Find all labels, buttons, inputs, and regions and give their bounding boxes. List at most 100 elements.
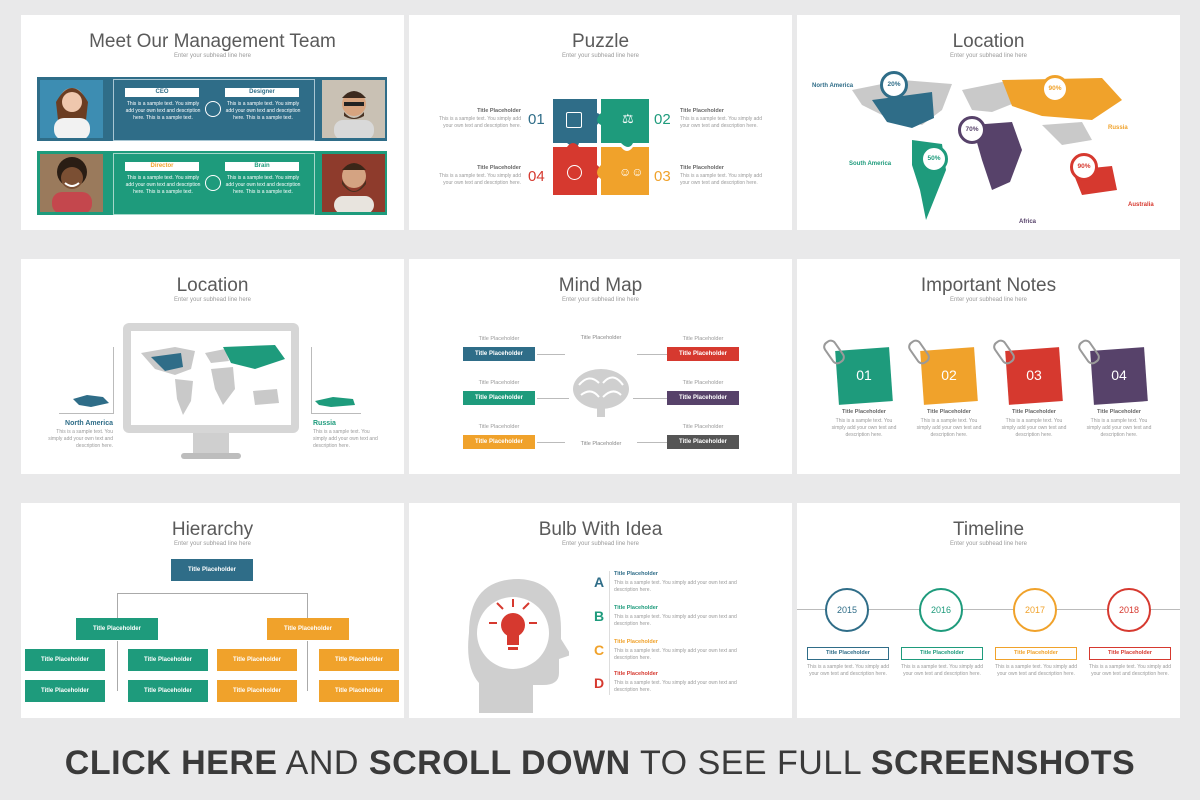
mindmap-node-caption: Title Placeholder — [478, 336, 520, 342]
slide-location-monitor[interactable]: Location Enter your subhead line here No… — [21, 259, 404, 474]
banner-emphasis: SCROLL DOWN — [368, 744, 631, 782]
hierarchy-node[interactable]: Title Placeholder — [319, 649, 399, 671]
hierarchy-node[interactable]: Title Placeholder — [128, 680, 208, 702]
puzzle-item-title: Title Placeholder — [680, 165, 724, 171]
bulb-item-title: Title Placeholder — [614, 671, 658, 677]
bulb-item-body: This is a sample text. You simply add yo… — [614, 614, 737, 627]
connector-line — [117, 641, 118, 691]
puzzle-number: 02 — [654, 111, 671, 128]
slide-subhead: Enter your subhead line here — [173, 297, 252, 303]
timeline-item-body: This is a sample text. You simply add yo… — [995, 664, 1077, 677]
timeline-year-circle: 2016 — [919, 588, 963, 632]
role-description: This is a sample text. You simply add yo… — [225, 101, 301, 121]
hierarchy-node[interactable]: Title Placeholder — [76, 618, 158, 640]
connector-line — [537, 398, 569, 399]
region-label: Russia — [1108, 125, 1128, 131]
map-pin: 50% — [920, 145, 948, 173]
role-label: CEO — [125, 88, 199, 97]
world-map — [141, 345, 285, 415]
puzzle-number: 04 — [528, 168, 545, 185]
mindmap-node[interactable]: Title Placeholder — [667, 391, 739, 405]
puzzle-item-body: This is a sample text. You simply add yo… — [439, 173, 521, 186]
timeline-item-body: This is a sample text. You simply add yo… — [901, 664, 983, 677]
connector-line — [633, 398, 667, 399]
hierarchy-node[interactable]: Title Placeholder — [128, 649, 208, 671]
note-number: 01 — [856, 367, 872, 383]
hierarchy-node[interactable]: Title Placeholder — [319, 680, 399, 702]
slide-hierarchy[interactable]: Hierarchy Enter your subhead line here T… — [21, 503, 404, 718]
mindmap-node[interactable]: Title Placeholder — [463, 435, 535, 449]
hierarchy-node[interactable]: Title Placeholder — [217, 649, 297, 671]
slide-title: Mind Map — [558, 275, 643, 296]
mindmap-bottom-label: Title Placeholder — [580, 441, 622, 447]
connector-line — [117, 593, 118, 619]
north-america-shape — [73, 395, 109, 407]
region-label: North America — [812, 83, 854, 89]
bulb-item-body: This is a sample text. You simply add yo… — [614, 580, 737, 593]
banner-emphasis: CLICK HERE — [64, 744, 278, 782]
bulb-item-title: Title Placeholder — [614, 571, 658, 577]
banner-emphasis: SCREENSHOTS — [870, 744, 1136, 782]
brain-icon — [573, 369, 629, 417]
team-card-border-top — [113, 79, 315, 141]
role-description: This is a sample text. You simply add yo… — [225, 175, 301, 195]
timeline-year-circle: 2017 — [1013, 588, 1057, 632]
role-label: Designer — [225, 88, 299, 97]
note-body: This is a sample text. You simply add yo… — [916, 418, 982, 438]
slide-subhead: Enter your subhead line here — [173, 541, 252, 547]
slide-subhead: Enter your subhead line here — [949, 53, 1028, 59]
mindmap-node[interactable]: Title Placeholder — [667, 435, 739, 449]
people-icon: ☺☺ — [619, 165, 644, 179]
puzzle-item-body: This is a sample text. You simply add yo… — [680, 173, 762, 186]
bulb-item-title: Title Placeholder — [614, 605, 658, 611]
timeline-item-title: Title Placeholder — [901, 647, 983, 660]
connector-line — [59, 413, 114, 414]
mindmap-node-caption: Title Placeholder — [682, 424, 724, 430]
region-label: South America — [849, 161, 892, 167]
region-label: Russia — [313, 420, 336, 427]
hierarchy-node[interactable]: Title Placeholder — [25, 649, 105, 671]
region-label: Australia — [1128, 202, 1154, 208]
hierarchy-node[interactable]: Title Placeholder — [25, 680, 105, 702]
slide-location-map[interactable]: Location Enter your subhead line here 20… — [797, 15, 1180, 230]
puzzle-number: 01 — [528, 111, 545, 128]
note-title: Title Placeholder — [1097, 409, 1141, 415]
connector-line — [117, 593, 307, 594]
connector-line — [311, 413, 361, 414]
slide-mind-map[interactable]: Mind Map Enter your subhead line here Ti… — [409, 259, 792, 474]
mindmap-node[interactable]: Title Placeholder — [463, 347, 535, 361]
slide-timeline[interactable]: Timeline Enter your subhead line here 20… — [797, 503, 1180, 718]
connector-line — [307, 593, 308, 619]
connector-line — [537, 354, 565, 355]
avatar — [40, 80, 103, 138]
slide-management-team[interactable]: Meet Our Management Team Enter your subh… — [21, 15, 404, 230]
globe-icon — [567, 165, 582, 180]
slide-bulb-idea[interactable]: Bulb With Idea Enter your subhead line h… — [409, 503, 792, 718]
cta-banner[interactable]: CLICK HERE AND SCROLL DOWN TO SEE FULL S… — [0, 728, 1200, 798]
mindmap-node[interactable]: Title Placeholder — [463, 391, 535, 405]
hierarchy-node[interactable]: Title Placeholder — [171, 559, 253, 581]
banner-text: AND — [285, 744, 359, 782]
role-label: Director — [125, 162, 199, 171]
connector-line — [307, 641, 308, 691]
puzzle-item-title: Title Placeholder — [477, 165, 521, 171]
connector-line — [311, 347, 312, 413]
timeline-item-title: Title Placeholder — [807, 647, 889, 660]
slide-title: Location — [952, 31, 1025, 52]
note-body: This is a sample text. You simply add yo… — [1086, 418, 1152, 438]
slide-important-notes[interactable]: Important Notes Enter your subhead line … — [797, 259, 1180, 474]
bulb-item-body: This is a sample text. You simply add yo… — [614, 648, 737, 661]
divider — [609, 571, 610, 695]
timeline-item-body: This is a sample text. You simply add yo… — [807, 664, 889, 677]
slide-subhead: Enter your subhead line here — [173, 53, 252, 59]
hierarchy-node[interactable]: Title Placeholder — [217, 680, 297, 702]
slide-title: Bulb With Idea — [538, 519, 663, 540]
slide-puzzle[interactable]: Puzzle Enter your subhead line here ⚖ ☺☺… — [409, 15, 792, 230]
hierarchy-node[interactable]: Title Placeholder — [267, 618, 349, 640]
note-number: 04 — [1111, 367, 1127, 383]
connector-line — [637, 354, 667, 355]
mindmap-node[interactable]: Title Placeholder — [667, 347, 739, 361]
connector-line — [537, 442, 565, 443]
monitor-neck — [193, 433, 229, 453]
avatar — [40, 154, 103, 212]
